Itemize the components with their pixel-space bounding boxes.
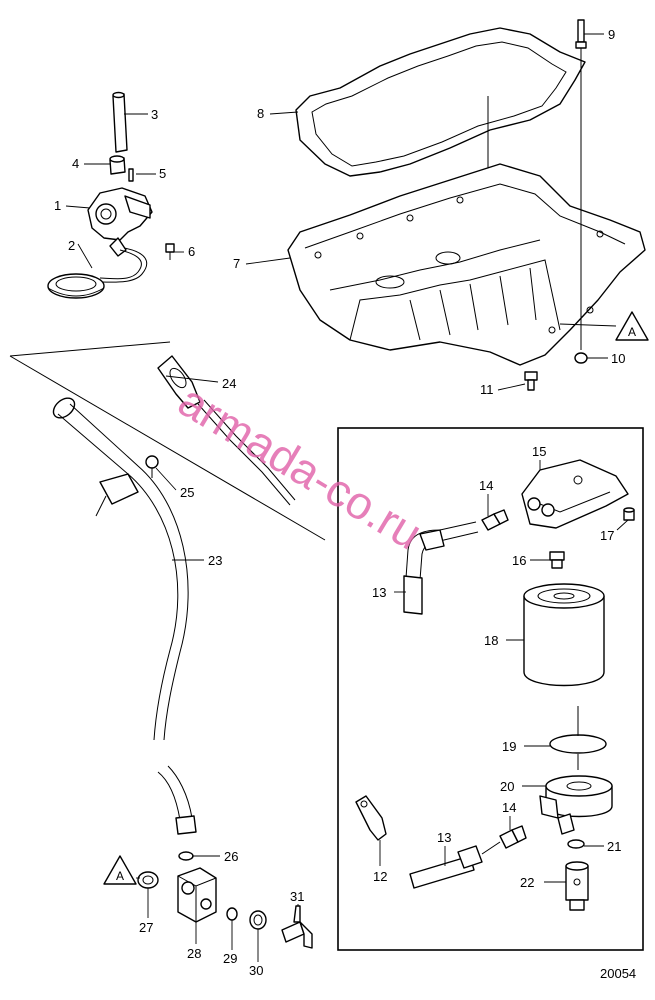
label-13-lower: 13 — [437, 830, 451, 845]
label-24: 24 — [222, 376, 236, 391]
label-8: 8 — [257, 106, 264, 121]
pump-bolt — [165, 243, 175, 260]
label-25: 25 — [180, 485, 194, 500]
label-14-lower: 14 — [502, 800, 516, 815]
watermark: armada-co.ru — [170, 374, 431, 559]
drain-hose — [157, 765, 197, 835]
washer-30 — [249, 910, 267, 930]
label-22: 22 — [520, 875, 534, 890]
drain-block — [177, 867, 217, 923]
pin — [128, 168, 134, 182]
label-19: 19 — [502, 739, 516, 754]
oil-pump-group — [47, 91, 175, 299]
drain-block-group: A — [103, 765, 313, 949]
drain-screw — [524, 371, 538, 391]
leader-lines — [65, 33, 629, 962]
label-9: 9 — [608, 27, 615, 42]
label-23: 23 — [208, 553, 222, 568]
pipe-sleeve — [109, 155, 126, 175]
label-11: 11 — [480, 382, 494, 397]
label-10: 10 — [611, 351, 625, 366]
label-30: 30 — [249, 963, 263, 978]
drawing-number: 20054 — [600, 966, 636, 981]
banjo-screw — [281, 905, 313, 949]
o-ring-21 — [567, 839, 585, 849]
label-14-upper: 14 — [479, 478, 493, 493]
label-15: 15 — [532, 444, 546, 459]
reference-marker-a-bottom-text: A — [116, 869, 124, 883]
o-ring-29 — [226, 907, 238, 921]
filter-sleeve — [565, 861, 589, 911]
dipstick-group — [9, 341, 326, 741]
drain-washer — [574, 352, 588, 364]
label-4: 4 — [72, 156, 79, 171]
reference-marker-a-top-text: A — [628, 325, 636, 339]
label-12: 12 — [373, 869, 387, 884]
dipstick-stud — [575, 19, 587, 350]
part-number-labels: 1 2 3 4 5 6 7 8 9 10 11 12 13 13 14 14 1… — [54, 27, 625, 978]
oil-hose-upper — [403, 521, 479, 615]
label-1: 1 — [54, 198, 61, 213]
dipstick — [157, 355, 296, 506]
label-5: 5 — [159, 166, 166, 181]
label-16: 16 — [512, 553, 526, 568]
oil-filter-inset: 20054 — [337, 427, 644, 981]
label-26: 26 — [224, 849, 238, 864]
oil-hose-lower — [409, 841, 501, 889]
suction-strainer — [47, 247, 147, 299]
label-13-upper: 13 — [372, 585, 386, 600]
label-28: 28 — [187, 946, 201, 961]
tube-clip — [145, 455, 159, 478]
label-18: 18 — [484, 633, 498, 648]
inset-frame — [337, 427, 644, 951]
washer-27 — [137, 871, 159, 889]
label-6: 6 — [188, 244, 195, 259]
oil-pan-gasket — [295, 27, 586, 177]
label-21: 21 — [607, 839, 621, 854]
sealing-ring — [549, 734, 607, 754]
label-20: 20 — [500, 779, 514, 794]
oil-pump-body — [87, 187, 153, 257]
label-17: 17 — [600, 528, 614, 543]
filter-bracket — [521, 459, 629, 529]
oil-pan — [287, 163, 646, 366]
label-3: 3 — [151, 107, 158, 122]
o-ring-26 — [178, 851, 194, 861]
dipstick-tube — [52, 397, 189, 741]
oil-filter — [523, 583, 605, 687]
label-27: 27 — [139, 920, 153, 935]
hose-clamp — [355, 795, 387, 841]
label-31: 31 — [290, 889, 304, 904]
bracket-plug — [623, 507, 635, 521]
reference-marker-a-bottom — [103, 855, 137, 885]
label-7: 7 — [233, 256, 240, 271]
nipple-upper — [481, 509, 509, 531]
label-2: 2 — [68, 238, 75, 253]
filter-nipple — [549, 551, 565, 569]
pump-pipe — [112, 91, 128, 153]
filter-housing — [539, 775, 613, 835]
oil-pan-group — [287, 19, 646, 391]
nipple-lower — [499, 825, 527, 849]
label-29: 29 — [223, 951, 237, 966]
reference-marker-a-top — [615, 311, 649, 341]
